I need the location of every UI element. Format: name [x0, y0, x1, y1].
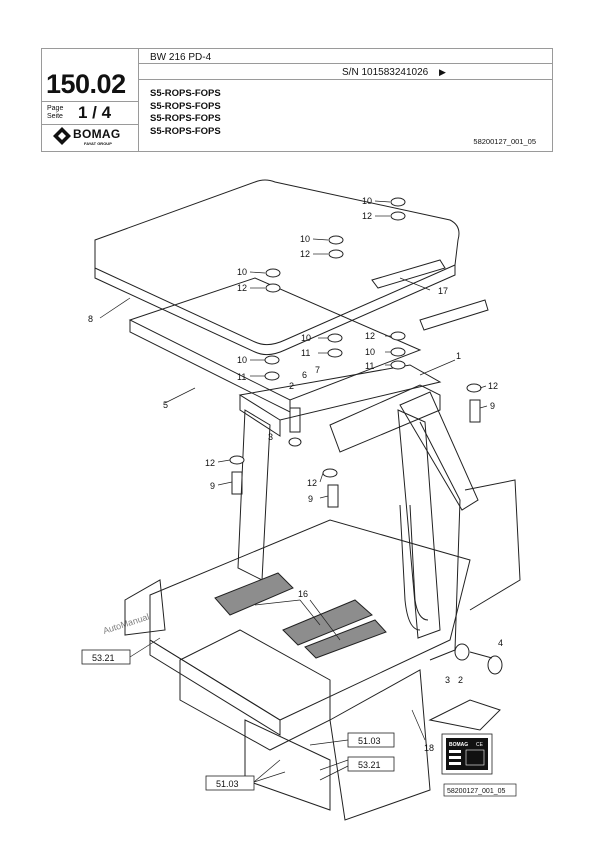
callout-6: 6 [302, 370, 307, 380]
page-label-de: Seite [47, 113, 63, 120]
callout-9: 9 [490, 401, 495, 411]
page-label-en: Page [47, 105, 64, 112]
callout-10: 10 [237, 267, 247, 277]
model-name: BW 216 PD-4 [150, 52, 212, 63]
parts-page-header: BW 216 PD-4 S/N 101583241026 ▶ 150.02 Pa… [41, 48, 553, 152]
callout-10: 10 [301, 333, 311, 343]
callout-9: 9 [308, 494, 313, 504]
callout-9: 9 [210, 481, 215, 491]
callout-2: 2 [458, 675, 463, 685]
header-rule [138, 63, 553, 64]
callout-11: 11 [237, 372, 246, 382]
callout-5: 5 [163, 400, 168, 410]
document-reference: 58200127_001_05 [473, 137, 536, 146]
bomag-diamond-icon [53, 127, 71, 145]
callout-12: 12 [362, 211, 372, 221]
plate-ce-mark: CE [476, 742, 484, 748]
callout-10: 10 [365, 347, 375, 357]
bomag-logo: BOMAG FAYAT GROUP [50, 125, 136, 149]
callout-10: 10 [300, 234, 310, 244]
exploded-parts-drawing: 10 12 10 12 10 12 8 17 10 11 12 10 11 1 … [81, 179, 521, 821]
header-divider [138, 49, 139, 151]
serial-arrow-icon[interactable]: ▶ [438, 67, 446, 77]
callout-12: 12 [365, 331, 375, 341]
assembly-title: S5-ROPS-FOPS [150, 88, 221, 99]
callout-10: 10 [237, 355, 247, 365]
serial-number: S/N 101583241026 ▶ [342, 67, 446, 78]
brand-name: BOMAG [73, 127, 121, 141]
callout-12: 12 [488, 381, 498, 391]
cross-ref-51-03[interactable]: 51.03 [347, 732, 395, 748]
callout-18: 18 [424, 743, 434, 753]
callout-12: 12 [300, 249, 310, 259]
page-number: 150.02 [46, 69, 126, 99]
callout-12: 12 [237, 283, 247, 293]
drawing-lines [94, 179, 521, 821]
page-label: Page Seite [47, 105, 63, 121]
callout-11: 11 [301, 348, 310, 358]
assembly-titles: S5-ROPS-FOPS S5-ROPS-FOPS S5-ROPS-FOPS S… [150, 88, 221, 138]
callout-3: 3 [445, 675, 450, 685]
callout-12: 12 [205, 458, 215, 468]
header-rule [42, 124, 138, 125]
callout-8: 8 [88, 314, 93, 324]
callout-2: 2 [289, 381, 294, 391]
assembly-title: S5-ROPS-FOPS [150, 113, 221, 124]
assembly-title: S5-ROPS-FOPS [150, 125, 221, 137]
callout-16: 16 [298, 589, 308, 599]
callout-3: 3 [268, 432, 273, 442]
header-rule [42, 101, 138, 102]
plate-brand: BOMAG [449, 742, 468, 748]
cross-ref-label: 51.03 [216, 779, 239, 789]
cross-ref-label: 53.21 [92, 653, 115, 663]
fasteners [229, 197, 482, 478]
callout-1: 1 [456, 351, 461, 361]
serial-text: S/N 101583241026 [342, 67, 429, 78]
cross-ref-label: 51.03 [358, 736, 381, 746]
callout-4: 4 [498, 638, 503, 648]
callout-7: 7 [315, 365, 320, 375]
page-value: 1 / 4 [78, 103, 112, 122]
drawing-reference-text: 58200127_001_05 [447, 788, 506, 795]
brand-sub: FAYAT GROUP [84, 141, 112, 146]
callout-11: 11 [365, 361, 374, 371]
callout-17: 17 [438, 286, 448, 296]
cross-ref-53-21[interactable]: 53.21 [81, 649, 131, 665]
drawing-reference: 58200127_001_05 [443, 783, 517, 797]
cross-ref-label: 53.21 [358, 760, 381, 770]
cross-ref-51-03[interactable]: 51.03 [205, 775, 255, 791]
header-rule [138, 79, 553, 80]
leader-lines [99, 200, 488, 783]
callout-12: 12 [307, 478, 317, 488]
callout-10: 10 [362, 196, 372, 206]
assembly-title: S5-ROPS-FOPS [150, 100, 221, 112]
type-plate: BOMAG CE [441, 733, 493, 775]
cross-ref-53-21[interactable]: 53.21 [347, 756, 395, 772]
